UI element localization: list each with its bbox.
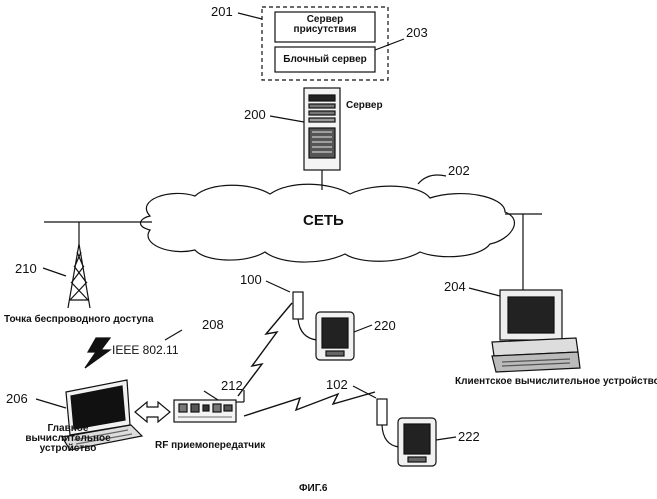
ref-100: 100 — [240, 273, 262, 286]
pda-222-icon — [398, 418, 436, 466]
ref-222: 222 — [458, 430, 480, 443]
wireless-access-point-label: Точка беспроводного доступа — [4, 315, 154, 325]
ref-203: 203 — [406, 26, 428, 39]
wireless-link-bolt-222 — [244, 392, 375, 416]
ref-212: 212 — [221, 379, 243, 392]
presence-server-label: Сервер присутствия — [283, 15, 367, 35]
ref-210: 210 — [15, 262, 37, 275]
dongle-100 — [293, 292, 303, 319]
ref-201: 201 — [211, 5, 233, 18]
ieee-standard-label: IEEE 802.11 — [112, 344, 179, 356]
ref-206: 206 — [6, 392, 28, 405]
ref-220: 220 — [374, 319, 396, 332]
antenna-tower-icon — [68, 222, 90, 308]
server-tower-icon — [304, 88, 340, 170]
double-arrow — [135, 402, 170, 422]
desktop-computer-icon — [492, 290, 580, 372]
ref-102: 102 — [326, 378, 348, 391]
wireless-link-bolt — [85, 338, 110, 368]
figure-caption: ФИГ.6 — [299, 484, 327, 494]
pda-220-icon — [316, 312, 354, 360]
ref-200: 200 — [244, 108, 266, 121]
ref-204: 204 — [444, 280, 466, 293]
block-server-label: Блочный сервер — [277, 55, 373, 65]
main-device-label: Главное вычислительное устройство — [4, 424, 132, 454]
ref-202: 202 — [448, 164, 470, 177]
server-label: Сервер — [346, 101, 383, 111]
network-label: СЕТЬ — [303, 213, 344, 228]
dongle-102 — [377, 399, 387, 425]
client-device-label: Клиентское вычислительное устройство — [455, 377, 657, 387]
wireless-link-bolt-220 — [238, 303, 292, 396]
rf-transceiver-label: RF приемопередатчик — [155, 441, 265, 451]
ref-208: 208 — [202, 318, 224, 331]
